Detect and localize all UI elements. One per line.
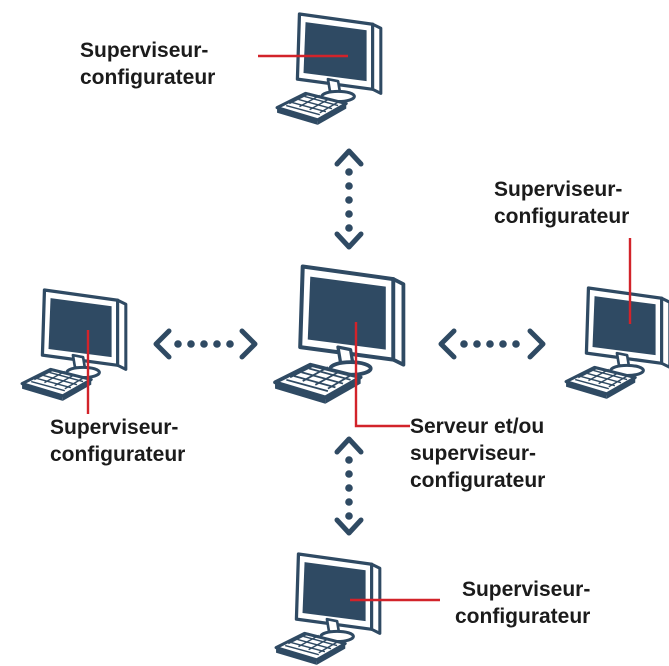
label-center-line3: configurateur: [410, 469, 546, 492]
label-left-line1: Superviseur-: [50, 416, 179, 439]
label-right: Superviseur- configurateur: [494, 176, 629, 230]
dots-center-right: [460, 340, 520, 348]
computer-center-icon: [275, 267, 403, 404]
leader-line-center: [354, 322, 410, 428]
label-center-line1: Serveur et/ou: [410, 415, 545, 438]
label-top-line1: Superviseur-: [80, 39, 209, 62]
arrow-top-center: [334, 148, 364, 250]
computer-bottom-icon: [274, 552, 382, 666]
computer-top-icon: [275, 12, 383, 127]
label-bottom-line1: Superviseur-: [461, 578, 591, 601]
label-left-line2: configurateur: [50, 443, 186, 466]
label-bottom: Superviseur- configurateur: [455, 576, 590, 630]
label-top-line2: configurateur: [80, 66, 216, 89]
label-center-line2: superviseur-: [410, 442, 537, 465]
arrow-center-right: [438, 328, 546, 360]
label-bottom-line2: configurateur: [455, 605, 591, 628]
dots-left-center: [174, 340, 234, 348]
computer-right-icon: [564, 286, 669, 401]
computer-left-icon: [20, 288, 128, 403]
arrow-center-bottom: [334, 436, 364, 536]
label-right-line1: Superviseur-: [494, 178, 623, 201]
dots-center-bottom: [345, 456, 353, 520]
dots-top-center: [345, 168, 353, 232]
label-right-line2: configurateur: [494, 205, 630, 228]
label-left: Superviseur- configurateur: [50, 414, 185, 468]
arrow-left-center: [153, 328, 258, 360]
label-top: Superviseur- configurateur: [80, 37, 215, 91]
label-center: Serveur et/ou superviseur- configurateur: [410, 413, 545, 494]
